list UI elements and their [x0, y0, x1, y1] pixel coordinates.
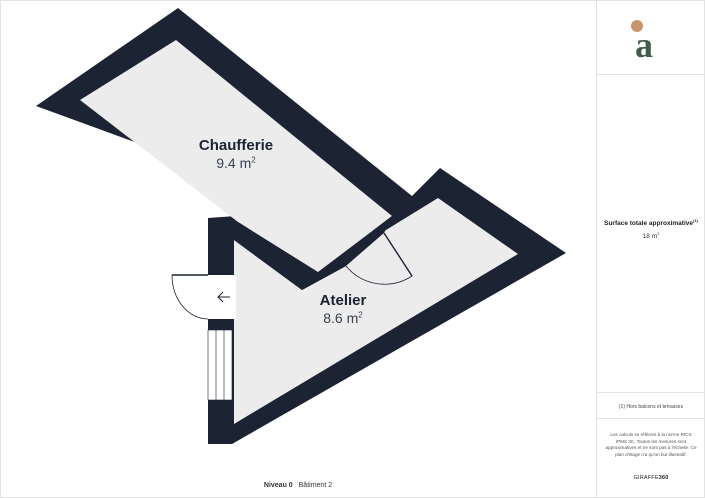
- brand-text: GIRAFFE360: [633, 475, 669, 481]
- surface-value: 18 m2: [642, 231, 660, 241]
- room-label-chaufferie: Chaufferie 9.4 m2: [199, 137, 273, 171]
- interior-door-opening: [346, 233, 392, 273]
- brand-logo-icon: a: [631, 20, 653, 65]
- entry-arrow-icon: [217, 291, 230, 303]
- chaufferie-floor: [80, 40, 392, 272]
- atelier-floor: [234, 198, 518, 424]
- room-area: 9.4 m2: [216, 155, 256, 171]
- left-wall-window: [207, 329, 233, 401]
- interior-door-leaf: [383, 232, 413, 277]
- level-label: Niveau 0: [263, 482, 293, 489]
- room-name: Chaufferie: [198, 137, 274, 154]
- floor-plan-drawing: [36, 8, 566, 444]
- building-label: Bâtiment 2: [298, 482, 333, 489]
- info-sidebar: a Surface totale approximative(1) 18 m2 …: [596, 0, 705, 498]
- interior-door-swing[interactable]: [345, 232, 413, 285]
- surface-box: Surface totale approximative(1) 18 m2: [597, 74, 705, 393]
- plan-footer: Niveau 0 Bâtiment 2: [0, 482, 596, 489]
- room-label-atelier: Atelier 8.6 m2: [320, 292, 367, 326]
- partition-wall: [234, 216, 392, 290]
- room-area: 8.6 m2: [323, 310, 363, 326]
- entrance-door-swing[interactable]: [171, 274, 209, 320]
- logo-box: a: [597, 0, 705, 75]
- note-text: (1) Hors balcons et terrasses: [618, 404, 684, 410]
- surface-title: Surface totale approximative(1): [604, 218, 698, 228]
- room-name: Atelier: [319, 292, 367, 309]
- disclaimer-text: Les calculs se réfèrent à la norme RICS …: [605, 432, 697, 457]
- note-box: (1) Hors balcons et terrasses: [597, 392, 705, 419]
- floor-plan: Chaufferie 9.4 m2 Atelier 8.6 m2 Niveau …: [0, 8, 596, 489]
- logo-letter: a: [635, 25, 653, 65]
